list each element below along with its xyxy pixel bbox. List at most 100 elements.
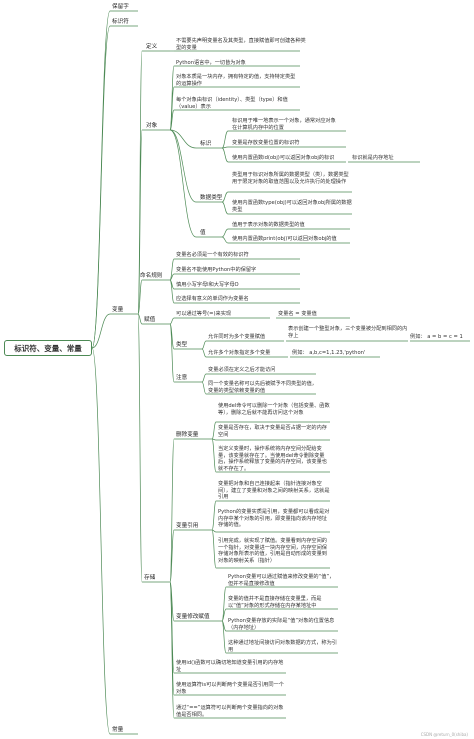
connector bbox=[169, 129, 197, 238]
assign-multi-diff-example: 例如： a,b,c=1,1.23,'python' bbox=[292, 350, 366, 356]
node-identity: 标识 bbox=[200, 141, 212, 147]
connector bbox=[91, 10, 111, 349]
connector bbox=[221, 146, 229, 149]
delete-b: 变量是否存在，取决于变量是否占据一定的内存空间 bbox=[218, 425, 327, 438]
node-value: 值 bbox=[200, 230, 206, 236]
assignment-intro-note: 变量名 = 变量值 bbox=[278, 311, 317, 317]
connector bbox=[201, 381, 207, 395]
connector bbox=[201, 348, 207, 358]
identity-a: 标识用于唯一地表示一个对象，通常对应对象在计算机内存中的位置 bbox=[232, 118, 336, 131]
node-definition: 定义 bbox=[146, 44, 158, 50]
connector bbox=[221, 147, 229, 163]
storage-is-note: 使用运算符is可以判断两个变量是否引用同一个对象 bbox=[176, 682, 284, 695]
node-assign-type: 类型 bbox=[176, 342, 188, 348]
type-a: 类型用于标识对象所属的数据类型（类），数据类型用于限定对象的取值范围以及允许执行… bbox=[232, 172, 349, 185]
connector bbox=[169, 129, 197, 149]
type-b: 使用内置函数type(obj)可以返回对象obj所属的数据类型 bbox=[232, 200, 352, 213]
node-constant: 常量 bbox=[112, 727, 124, 733]
connector bbox=[211, 438, 217, 441]
node-reference: 变量引用 bbox=[176, 523, 199, 529]
note-a: 变量必须在定义之后才能访问 bbox=[208, 367, 276, 373]
node-delete: 删除变量 bbox=[176, 432, 199, 438]
node-datatype: 数据类型 bbox=[200, 195, 223, 201]
connector bbox=[169, 581, 175, 622]
note-b: 同一个变量名称可以先后被赋予不同类型的值，变量的类型依赖变量的值 bbox=[208, 381, 317, 394]
connector bbox=[169, 279, 175, 290]
delete-a: 使用del命令可以删除一个对象（包括变量、函数等），删除之后就不能再访问这个对象 bbox=[218, 403, 330, 416]
node-identifier: 标识符 bbox=[112, 19, 129, 25]
connector bbox=[91, 347, 111, 735]
node-variable: 变量 bbox=[112, 307, 124, 313]
connector bbox=[169, 317, 175, 325]
object-desc: 对象本质是一块内存，拥有特定的值，支持特定类型的运算操作 bbox=[176, 74, 296, 87]
connector bbox=[221, 620, 227, 654]
connector bbox=[169, 65, 175, 131]
delete-c: 当定义变量时，操作系统将内存空间分配给变量，该变量就存在了。当使用del命令删除… bbox=[218, 446, 327, 472]
modify-b: 变量的值并不是直接存储在变量里，而是以“值”对象的形式存储在内存某地址中 bbox=[228, 596, 322, 609]
node-object: 对象 bbox=[146, 123, 158, 129]
connector bbox=[211, 438, 217, 473]
connector bbox=[169, 581, 175, 674]
storage-id-note: 使用id()函数可以确切地知道变量引用的内存地址 bbox=[176, 660, 284, 673]
assign-multi-diff: 允许多个对象指定多个变量 bbox=[208, 350, 271, 356]
connector bbox=[169, 581, 175, 696]
connector bbox=[169, 438, 175, 583]
reference-b: Python的变量实质是引用，变量都可以看成是对内存中某个对象的引用，即变量指向… bbox=[218, 509, 330, 529]
naming-a: 变量名必须是一个有效的标识符 bbox=[176, 252, 249, 258]
connector bbox=[211, 500, 217, 531]
naming-d: 应选择有意义的单词作为变量名 bbox=[176, 296, 249, 302]
node-modify: 变量修改赋值 bbox=[176, 614, 210, 620]
connector bbox=[211, 421, 217, 440]
connector bbox=[221, 236, 229, 244]
naming-c: 慎用小写字母l和大写字母O bbox=[176, 282, 239, 288]
connector bbox=[137, 279, 143, 315]
connector bbox=[91, 313, 111, 349]
connector bbox=[211, 529, 217, 569]
modify-c: Python变量存放的实际是“值”对象的位置信息（内存地址） bbox=[228, 618, 335, 631]
connector bbox=[211, 529, 217, 533]
storage-eq-note: 通过“==”运算符可以判断两个变量指向的对象值是否相同。 bbox=[176, 705, 284, 718]
connector bbox=[221, 201, 229, 215]
node-reserved: 保留字 bbox=[112, 4, 129, 10]
definition-text: 不需要先声明变量名及其类型，直接赋值即可创建各种类型的变量 bbox=[176, 38, 306, 51]
modify-d: 这种通过地址间接访问对象数据的方式，称为引用 bbox=[228, 640, 337, 653]
connector bbox=[201, 373, 207, 383]
assign-multi-same-example: 例如： a = b = c = 1 bbox=[410, 334, 463, 340]
assign-multi-same: 允许同时为多个变量赋值 bbox=[208, 334, 266, 340]
modify-a: Python变量可以通过赋值来修改变量的“值”，但并不是直接修改值 bbox=[228, 574, 335, 587]
connector bbox=[221, 191, 229, 203]
assign-multi-same-desc: 表示创建一个整型对象，三个变量被分配到相同的内存上 bbox=[288, 326, 408, 339]
node-assign-note: 注意 bbox=[176, 375, 188, 381]
connector bbox=[169, 279, 175, 304]
object-python: Python语言中，一切皆为对象 bbox=[176, 60, 246, 66]
identity-b: 变量是存放变量位置的标识符 bbox=[232, 140, 300, 146]
connector bbox=[137, 129, 143, 315]
connector bbox=[201, 340, 207, 350]
connector bbox=[137, 313, 143, 325]
node-assignment: 赋值 bbox=[144, 317, 156, 323]
connector bbox=[169, 581, 175, 719]
object-three-attrs: 每个对象由标识（identity）、类型（type）和值（value）表示 bbox=[176, 97, 288, 110]
connector bbox=[169, 109, 175, 131]
connector bbox=[169, 529, 175, 583]
identity-c: 使用内置函数id(obj)可以返回对象obj的标识 bbox=[232, 155, 335, 161]
value-a: 值用于表示对象的数据类型的值 bbox=[232, 222, 305, 228]
connector bbox=[221, 130, 229, 149]
reference-a: 变量把对象和自己连接起来（指针连接对象空间），建立了变量和对象之间的映射关系，这… bbox=[218, 481, 330, 501]
connector bbox=[169, 129, 197, 203]
identity-c-note: 标识就是内存地址 bbox=[352, 155, 394, 161]
connector bbox=[221, 586, 227, 622]
connector bbox=[221, 228, 229, 238]
connector bbox=[169, 273, 175, 281]
connector bbox=[169, 258, 175, 281]
root-node: 标识符、变量、常量 bbox=[4, 340, 92, 356]
reference-c: 引用完成，就实现了赋值。变量看到内存空间的一个指针，对变量进一块内存空间，内存空… bbox=[218, 538, 327, 564]
connector bbox=[169, 323, 175, 383]
node-naming: 命名规则 bbox=[140, 273, 163, 279]
connector bbox=[137, 313, 143, 583]
connector bbox=[169, 323, 175, 350]
connector bbox=[91, 25, 111, 349]
assignment-intro: 可以通过等号(=)来实现 bbox=[176, 311, 232, 317]
value-b: 使用内置函数print(obj)可以返回对象obj的值 bbox=[232, 236, 337, 242]
naming-b: 变量名不能使用Python中的保留字 bbox=[176, 267, 257, 273]
